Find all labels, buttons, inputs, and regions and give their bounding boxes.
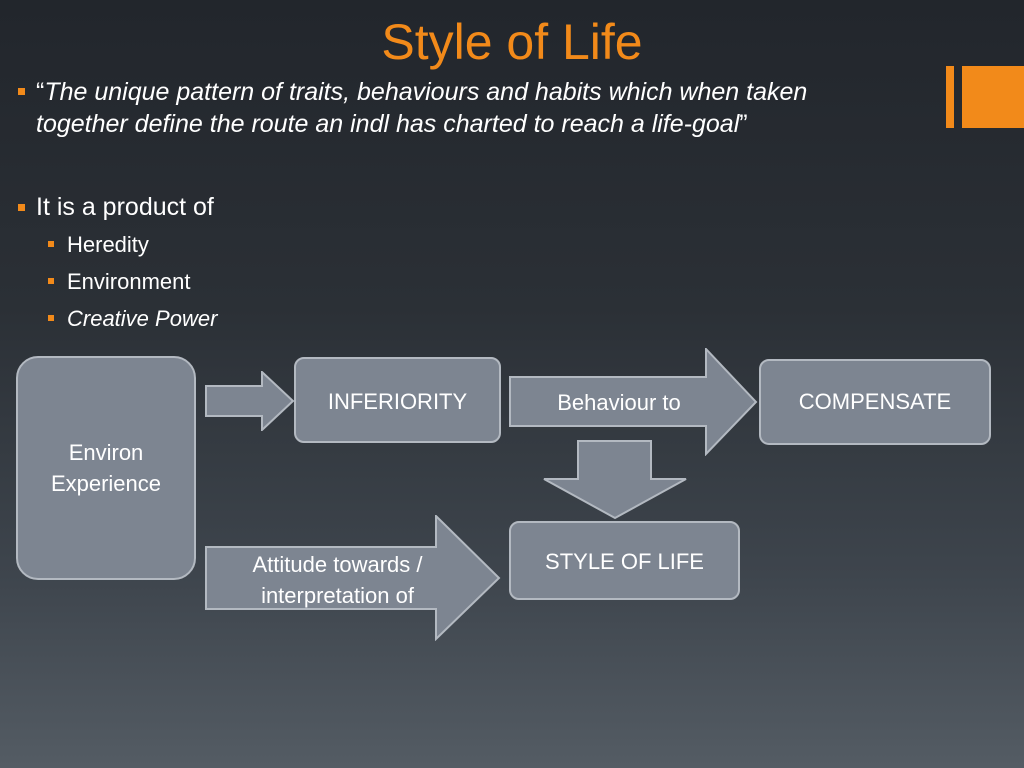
quote-text-1: The unique pattern of traits, behaviours…	[44, 78, 808, 106]
quote-close-mark: ”	[739, 110, 748, 138]
arrow-to-inferiority	[205, 371, 295, 431]
attitude-label: Attitude towards / interpretation of	[205, 549, 470, 611]
product-item-heredity: Heredity	[67, 232, 149, 257]
slide-title: Style of Life	[381, 14, 643, 70]
sub-bullet-marker	[48, 241, 54, 247]
product-heading: It is a product of	[36, 193, 214, 221]
accent-bar-thin	[946, 66, 954, 128]
style-of-life-box: STYLE OF LIFE	[509, 521, 740, 600]
compensate-box: COMPENSATE	[759, 359, 991, 445]
inferiority-label: INFERIORITY	[327, 389, 468, 414]
accent-bar-thick	[962, 66, 1024, 128]
style-of-life-label: STYLE OF LIFE	[545, 549, 704, 574]
product-item-creative-power: Creative Power	[67, 306, 218, 331]
environ-experience-box: Environ Experience	[16, 356, 196, 580]
behaviour-to-arrow: Behaviour to	[509, 348, 759, 456]
quote-open-mark: “	[36, 78, 45, 106]
attitude-label-line-2: interpretation of	[261, 583, 414, 608]
down-arrow-to-style-of-life	[542, 440, 688, 520]
inferiority-box: INFERIORITY	[294, 357, 501, 443]
definition-quote-line-1: “The unique pattern of traits, behaviour…	[36, 76, 807, 108]
definition-quote-line-2: together define the route an indl has ch…	[36, 108, 748, 140]
sub-bullet-marker	[48, 278, 54, 284]
environ-label: Environ	[68, 440, 144, 465]
experience-label: Experience	[50, 471, 162, 496]
bullet-marker	[18, 88, 25, 95]
bullet-marker	[18, 204, 25, 211]
attitude-arrow: Attitude towards / interpretation of	[205, 515, 501, 641]
quote-text-2: together define the route an indl has ch…	[36, 110, 740, 138]
compensate-label: COMPENSATE	[798, 389, 952, 414]
behaviour-to-label: Behaviour to	[557, 390, 681, 415]
product-item-environment: Environment	[67, 269, 191, 294]
attitude-label-line-1: Attitude towards /	[252, 552, 423, 577]
sub-bullet-marker	[48, 315, 54, 321]
